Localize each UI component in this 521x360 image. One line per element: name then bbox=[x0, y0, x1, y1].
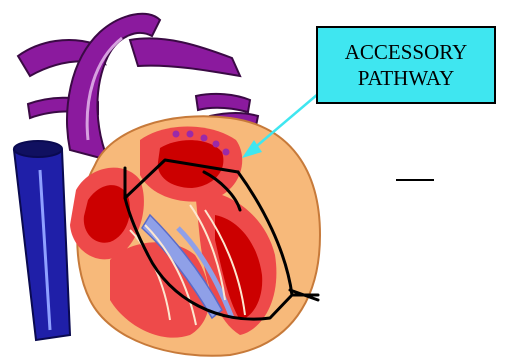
pulmonary-artery-right-branch bbox=[130, 38, 240, 76]
heart-body bbox=[70, 116, 320, 356]
vena-cava bbox=[14, 141, 70, 340]
label-line-2: PATHWAY bbox=[358, 65, 454, 91]
accessory-pathway-label: ACCESSORY PATHWAY bbox=[316, 26, 496, 104]
separator-dash bbox=[396, 179, 434, 181]
label-line-1: ACCESSORY bbox=[345, 39, 468, 65]
pulmonary-vein-2 bbox=[196, 94, 250, 112]
